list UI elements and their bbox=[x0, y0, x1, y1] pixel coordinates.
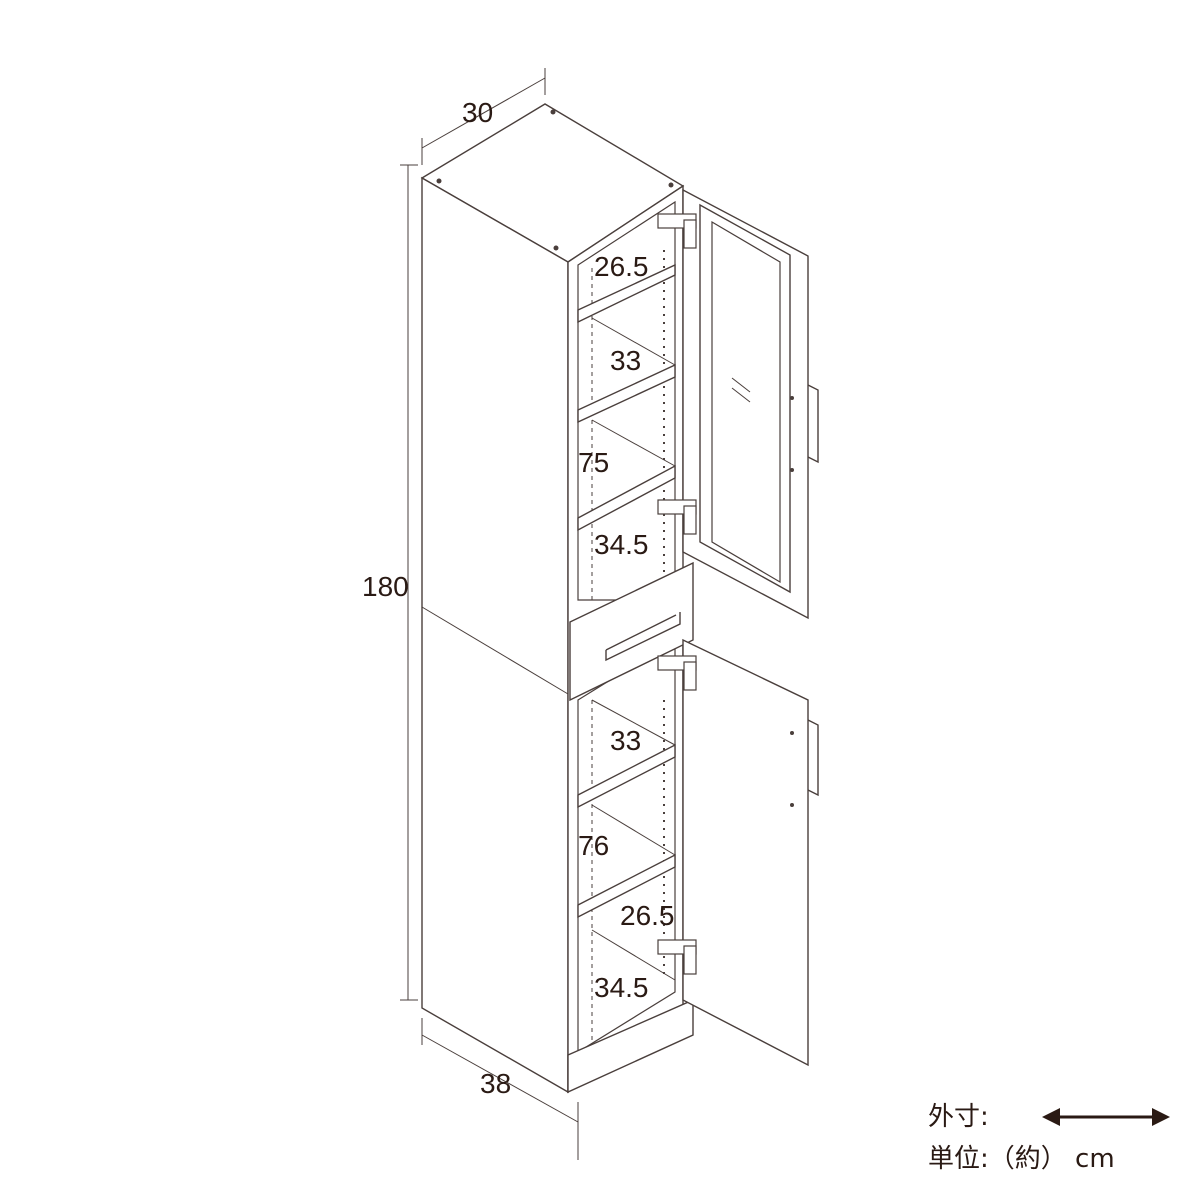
lower-shelf-1 bbox=[577, 743, 676, 809]
lower-shelf-2 bbox=[577, 853, 676, 919]
upper-shelf-3 bbox=[577, 464, 676, 532]
dim-total-height: 180 bbox=[362, 571, 409, 602]
dim-lower-shelf-1: 33 bbox=[610, 725, 641, 756]
hinge-icon bbox=[657, 213, 697, 249]
hinge-icon bbox=[657, 499, 697, 535]
drawer-handle bbox=[605, 612, 681, 662]
double-arrow-icon bbox=[1042, 1108, 1170, 1126]
hinge-icon bbox=[657, 939, 697, 975]
dim-top-width: 30 bbox=[462, 97, 493, 128]
dim-lower-shelf-3: 26.5 bbox=[620, 900, 675, 931]
cabinet-left-side bbox=[421, 176, 569, 1094]
upper-glass-door bbox=[682, 188, 819, 620]
dim-lower-shelf-2: 76 bbox=[578, 830, 609, 861]
cabinet-body bbox=[420, 103, 694, 1094]
dim-upper-shelf-2: 33 bbox=[610, 345, 641, 376]
legend-outer-label: 外寸: bbox=[928, 1102, 989, 1132]
dim-upper-shelf-1: 26.5 bbox=[594, 251, 649, 282]
cabinet-plinth bbox=[567, 998, 694, 1094]
lower-door-handle bbox=[807, 719, 819, 797]
legend-unit-label: 単位:（約） cm bbox=[928, 1144, 1115, 1174]
upper-door-handle bbox=[807, 384, 819, 464]
legend: 外寸: 単位:（約） cm bbox=[928, 1102, 1170, 1174]
lower-door bbox=[682, 638, 819, 1067]
hinge-icon bbox=[657, 655, 697, 691]
hinges bbox=[657, 213, 697, 975]
upper-shelf-2 bbox=[577, 363, 676, 424]
dim-upper-shelf-3: 75 bbox=[578, 447, 609, 478]
upper-shelf-1 bbox=[577, 263, 676, 324]
drawer bbox=[569, 561, 694, 702]
dim-lower-shelf-4: 34.5 bbox=[594, 972, 649, 1003]
dim-upper-shelf-4: 34.5 bbox=[594, 529, 649, 560]
dimension-lines bbox=[400, 68, 579, 1160]
dim-depth: 38 bbox=[480, 1068, 511, 1099]
